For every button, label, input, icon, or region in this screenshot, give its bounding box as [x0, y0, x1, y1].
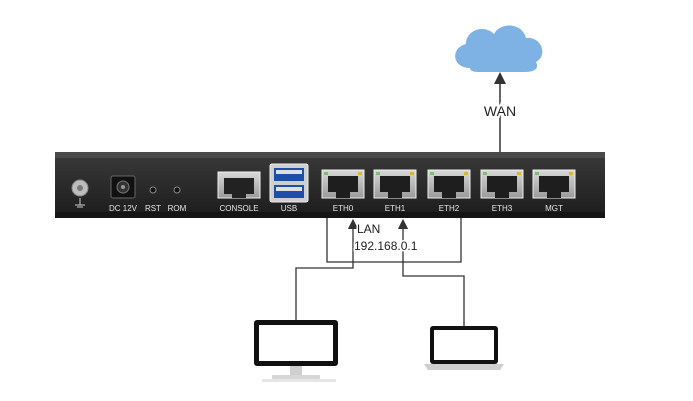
rj45-port-icon[interactable]: [321, 169, 365, 199]
cloud-icon: [455, 25, 543, 73]
port-label-eth3: ETH3: [492, 204, 513, 213]
ground-icon: [71, 179, 89, 208]
port-label-eth0: ETH0: [333, 204, 354, 213]
lan-bus-line: [326, 218, 462, 263]
laptop-icon: [424, 326, 504, 370]
desktop-cable: [295, 262, 354, 322]
dc-power-jack: [110, 175, 136, 199]
port-label-eth1: ETH1: [385, 204, 406, 213]
rst-label: RST: [145, 204, 161, 213]
lan-label: LAN: [357, 222, 380, 236]
usb-label: USB: [281, 204, 297, 213]
rj45-port-icon[interactable]: [427, 169, 471, 199]
desktop-monitor-icon: [254, 320, 338, 382]
console-label: CONSOLE: [219, 204, 258, 213]
rst-button[interactable]: [149, 186, 157, 194]
dc-power-label: DC 12V: [109, 204, 138, 213]
rom-label: ROM: [168, 204, 187, 213]
ethernet-ports: ETH0 ETH1 ETH2 ETH3 MGT: [321, 169, 576, 213]
rj45-port-icon[interactable]: [373, 169, 417, 199]
lan-ip-label: 192.168.0.1: [354, 239, 418, 253]
rom-button[interactable]: [173, 186, 181, 194]
wan-label: WAN: [484, 103, 516, 119]
laptop-cable: [402, 268, 465, 326]
port-label-mgt: MGT: [545, 204, 563, 213]
port-label-eth2: ETH2: [439, 204, 460, 213]
rj45-port-icon[interactable]: [480, 169, 524, 199]
console-port[interactable]: [217, 171, 261, 199]
rj45-port-icon[interactable]: [532, 169, 576, 199]
usb-icon[interactable]: [269, 163, 309, 203]
lan-wiring: [295, 218, 465, 326]
